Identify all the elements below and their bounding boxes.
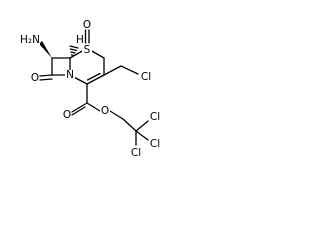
chemical-structure: H₂N S O H Cl O N O O Cl Cl Cl xyxy=(18,19,160,159)
bond-c6-s xyxy=(69,49,85,59)
bond-c3-c4 xyxy=(86,74,105,85)
bond-cester-o-carbonyl-2 xyxy=(71,106,86,116)
wedge-c7-nh2 xyxy=(39,41,52,58)
molecule-canvas: H₂N S O H Cl O N O O Cl Cl Cl xyxy=(0,0,170,205)
bond-ch2-ccl3 xyxy=(122,118,137,132)
nitrogen-label: N xyxy=(66,69,74,81)
bond-ccl3-cl1 xyxy=(135,120,149,132)
lactam-oxygen-label: O xyxy=(31,72,39,84)
bond-c3-c4-double xyxy=(86,72,101,81)
sulfoxide-oxygen-label: O xyxy=(83,19,91,31)
chlorine-1-label: Cl xyxy=(150,111,160,123)
bond-ccl3-cl2 xyxy=(135,130,149,141)
bond-s-c2 xyxy=(89,49,105,59)
ester-oxygen-label: O xyxy=(101,105,109,117)
ester-carbonyl-oxygen-label: O xyxy=(63,109,71,121)
bond-o-ch2 xyxy=(109,110,124,120)
bonds xyxy=(39,29,149,146)
amine-label: H₂N xyxy=(20,34,40,46)
bond-c8-o-lactam-2 xyxy=(39,78,53,81)
bond-cester-o-carbonyl-1 xyxy=(71,102,88,113)
bond-cester-o-ester xyxy=(86,102,101,112)
bond-ch2-cl xyxy=(120,65,139,75)
chlorine-3-label: Cl xyxy=(131,147,141,159)
chlorine-2-label: Cl xyxy=(150,138,160,150)
chlorine-methyl-label: Cl xyxy=(141,71,151,83)
sulfur-label: S xyxy=(84,44,91,56)
hash-c6-h xyxy=(69,45,79,57)
stereo-h-label: H xyxy=(76,34,84,46)
bond-c3-ch2 xyxy=(103,65,122,76)
bond-c8-o-lactam-1 xyxy=(39,74,53,77)
atom-labels: H₂N S O H Cl O N O O Cl Cl Cl xyxy=(18,19,160,159)
